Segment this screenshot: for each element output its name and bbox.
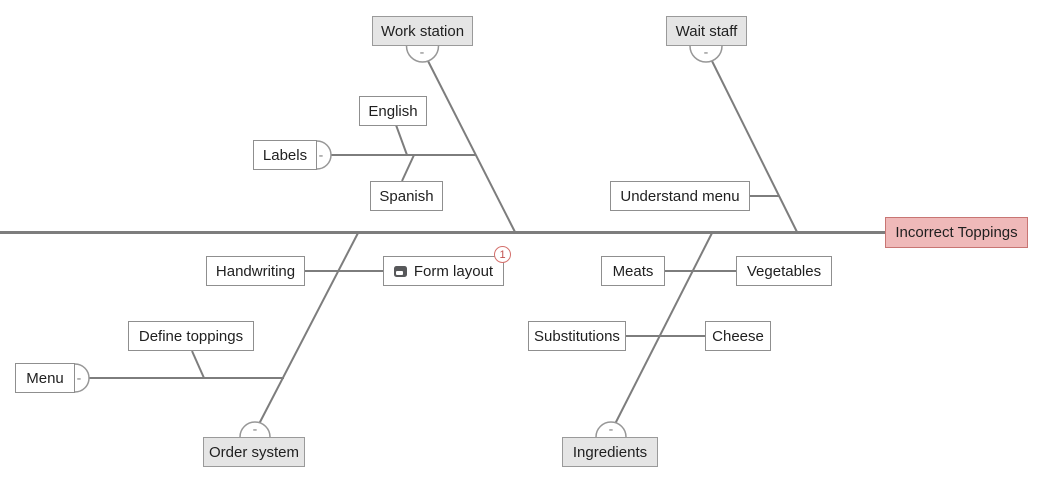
collapse-minus-icon: - xyxy=(704,44,709,60)
node-label: Define toppings xyxy=(138,327,244,345)
comment-count-badge[interactable]: 1 xyxy=(494,246,511,263)
category-node-ingredients[interactable]: Ingredients xyxy=(562,437,658,467)
collapse-minus-icon: - xyxy=(319,147,324,163)
node-label: Work station xyxy=(380,22,465,40)
cause-node-meats[interactable]: Meats xyxy=(601,256,665,286)
node-label: Meats xyxy=(612,262,654,280)
node-label: Handwriting xyxy=(215,262,296,280)
node-label: Understand menu xyxy=(620,187,740,205)
node-label: Form layout xyxy=(413,262,494,280)
collapse-button-order-system[interactable] xyxy=(239,421,271,438)
cause-node-define-toppings[interactable]: Define toppings xyxy=(128,321,254,351)
collapse-button-labels[interactable] xyxy=(316,140,332,170)
node-label: Substitutions xyxy=(534,327,620,345)
comment-icon xyxy=(393,265,407,277)
cause-node-understand-menu[interactable]: Understand menu xyxy=(610,181,750,211)
bone-order-system xyxy=(258,232,359,425)
collapse-minus-icon: - xyxy=(77,370,82,386)
node-label: Menu xyxy=(26,369,64,387)
node-label: Wait staff xyxy=(675,22,738,40)
stub-spanish xyxy=(401,154,415,182)
node-label: English xyxy=(368,102,418,120)
cause-node-menu[interactable]: Menu xyxy=(15,363,75,393)
cause-node-handwriting[interactable]: Handwriting xyxy=(206,256,305,286)
node-label: Incorrect Toppings xyxy=(895,224,1018,241)
bone-wait-staff xyxy=(710,58,798,233)
collapse-button-menu[interactable] xyxy=(74,363,90,393)
collapse-minus-icon: - xyxy=(420,44,425,60)
collapse-button-ingredients[interactable] xyxy=(595,421,627,438)
cause-node-spanish[interactable]: Spanish xyxy=(370,181,443,211)
cause-node-cheese[interactable]: Cheese xyxy=(705,321,771,351)
collapse-button-work-station[interactable] xyxy=(405,45,440,63)
stub-english xyxy=(395,124,408,156)
cause-node-english[interactable]: English xyxy=(359,96,427,126)
cause-node-vegetables[interactable]: Vegetables xyxy=(736,256,832,286)
stub-define-toppings xyxy=(191,350,205,379)
node-label: Vegetables xyxy=(746,262,822,280)
node-label: Order system xyxy=(208,443,299,461)
cause-node-labels[interactable]: Labels xyxy=(253,140,317,170)
node-label: Cheese xyxy=(712,327,764,345)
node-label: Ingredients xyxy=(572,443,648,461)
collapse-button-wait-staff[interactable] xyxy=(689,45,723,63)
node-label: Spanish xyxy=(379,187,434,205)
collapse-minus-icon: - xyxy=(609,421,614,437)
category-node-wait-staff[interactable]: Wait staff xyxy=(666,16,747,46)
bone-ingredients xyxy=(614,232,713,425)
bone-work-station xyxy=(426,58,516,233)
effect-node-incorrect-toppings[interactable]: Incorrect Toppings xyxy=(885,217,1028,248)
category-node-work-station[interactable]: Work station xyxy=(372,16,473,46)
cause-node-form-layout[interactable]: Form layout xyxy=(383,256,504,286)
node-label: Labels xyxy=(262,146,308,164)
cause-node-substitutions[interactable]: Substitutions xyxy=(528,321,626,351)
category-node-order-system[interactable]: Order system xyxy=(203,437,305,467)
collapse-minus-icon: - xyxy=(253,421,258,437)
